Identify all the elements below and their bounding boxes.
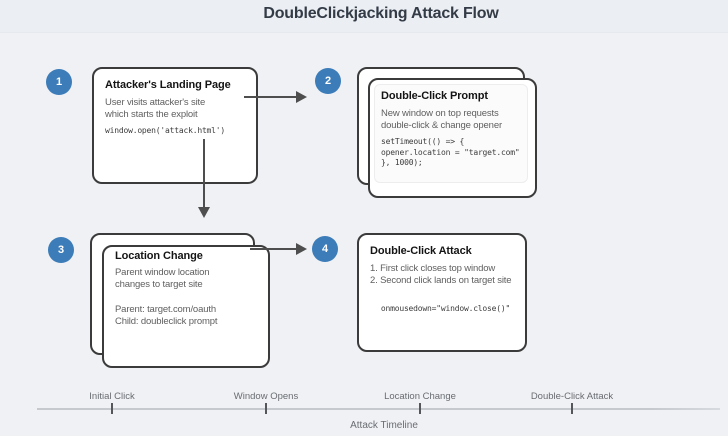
step-2-code: }, 1000); (381, 158, 423, 167)
arrow-step1-to-step2 (244, 96, 296, 98)
step-1-body-line: which starts the exploit (105, 109, 198, 120)
step-1-body-line: User visits attacker's site (105, 97, 206, 108)
step-3-detail-line: Child: doubleclick prompt (115, 316, 218, 327)
timeline-tick (265, 403, 267, 414)
step-3-title: Location Change (115, 250, 203, 262)
step-1-title: Attacker's Landing Page (105, 79, 231, 91)
arrow-step1-to-step3 (203, 139, 205, 207)
step-3-detail-line: Parent: target.com/oauth (115, 304, 216, 315)
step-3-body-line: changes to target site (115, 279, 203, 290)
step-2-body-line: New window on top requests (381, 108, 499, 119)
step-1-code: window.open('attack.html') (105, 126, 226, 135)
timeline-tick (571, 403, 573, 414)
step-2-body-line: double-click & change opener (381, 120, 502, 131)
timeline-tick (419, 403, 421, 414)
step-3-badge: 3 (48, 237, 74, 263)
step-4-title: Double-Click Attack (370, 245, 472, 257)
arrow-step1-to-step2-head (296, 91, 307, 103)
step-2-content: Double-Click Prompt New window on top re… (370, 80, 535, 196)
step-4-body-line: 2. Second click lands on target site (370, 275, 512, 286)
step-3-body-line: Parent window location (115, 267, 210, 278)
step-2-code: setTimeout(() => { (381, 137, 465, 146)
step-4-code: onmousedown="window.close()" (380, 304, 511, 313)
step-1-window: Attacker's Landing Page User visits atta… (92, 67, 258, 184)
step-3-content: Location Change Parent window location c… (104, 247, 268, 366)
timeline-label-window-opens: Window Opens (233, 391, 299, 402)
arrow-step3-to-step4-head (296, 243, 307, 255)
timeline-axis (37, 408, 720, 410)
arrow-step3-to-step4 (250, 248, 296, 250)
timeline-label-initial-click: Initial Click (89, 391, 135, 402)
timeline-label-location-change: Location Change (384, 391, 456, 402)
step-2-window-front: Double-Click Prompt New window on top re… (368, 78, 537, 198)
page-title: DoubleClickjacking Attack Flow (263, 5, 499, 22)
step-4-body-line: 1. First click closes top window (370, 263, 496, 274)
step-4-content: Double-Click Attack 1. First click close… (359, 235, 525, 350)
arrow-step1-to-step3-head (198, 207, 210, 218)
timeline-tick (111, 403, 113, 414)
step-2-title: Double-Click Prompt (381, 90, 488, 102)
step-3-window-front: Location Change Parent window location c… (102, 245, 270, 368)
step-4-window: Double-Click Attack 1. First click close… (357, 233, 527, 352)
step-2-code: opener.location = "target.com" (381, 147, 520, 157)
step-4-badge: 4 (312, 236, 338, 262)
step-2-inner-panel (374, 84, 528, 183)
step-1-content: Attacker's Landing Page User visits atta… (94, 69, 256, 182)
timeline-caption: Attack Timeline (350, 420, 418, 431)
step-1-badge: 1 (46, 69, 72, 95)
step-2-badge: 2 (315, 68, 341, 94)
timeline-label-double-click-attack: Double-Click Attack (530, 391, 614, 402)
header-band (0, 0, 728, 33)
